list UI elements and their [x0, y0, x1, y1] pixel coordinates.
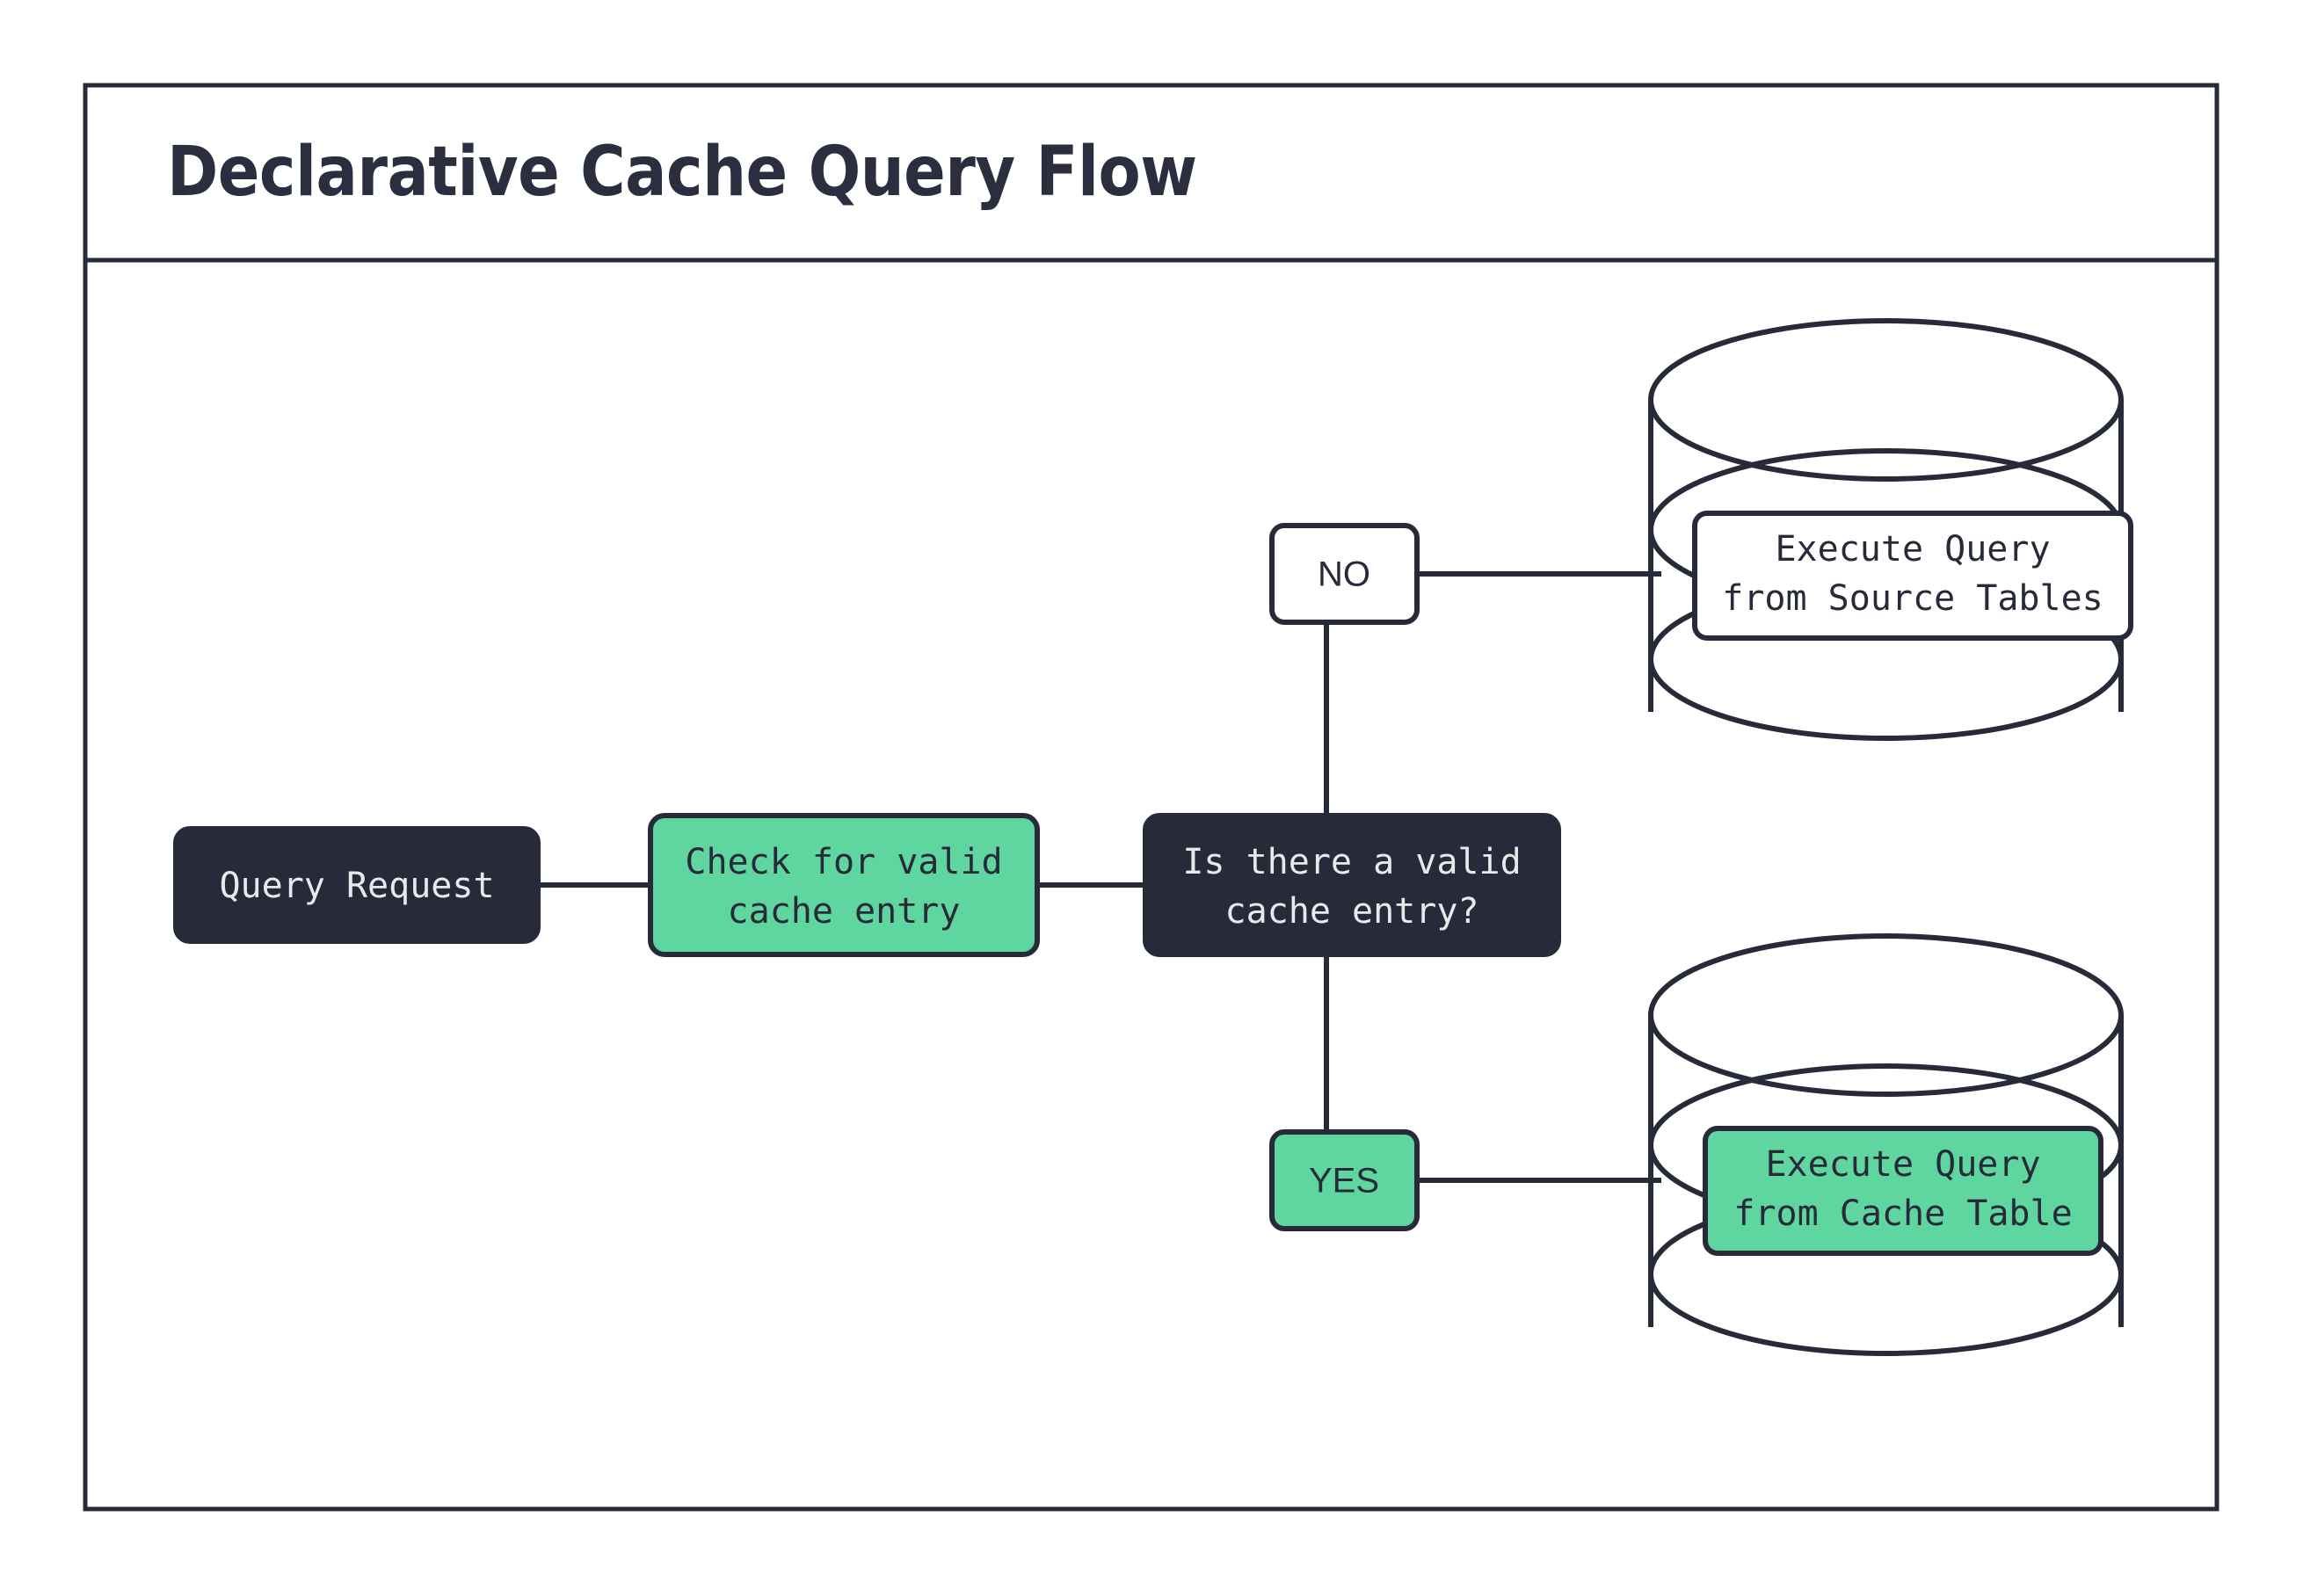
yes-label-text: YES: [1309, 1162, 1379, 1201]
source-tables-label-line2: from Source Tables: [1722, 578, 2103, 619]
no-label-box: [1269, 523, 1420, 625]
cache-table-label-line1: Execute Query: [1765, 1144, 2040, 1185]
edge-label-yes[interactable]: YES: [1269, 1129, 1420, 1231]
query-request-label: Query Request: [219, 866, 494, 906]
source-tables-label-line1: Execute Query: [1775, 529, 2050, 569]
cache-table-label-box: [1703, 1126, 2103, 1256]
no-label-text: NO: [1318, 555, 1370, 594]
decision-box: [1143, 813, 1561, 957]
node-decision-valid-cache[interactable]: Is there a valid cache entry?: [1143, 813, 1561, 957]
node-check-cache[interactable]: Check for valid cache entry: [648, 813, 1040, 957]
check-cache-label-line1: Check for valid: [685, 842, 1002, 882]
check-cache-box: [648, 813, 1040, 957]
query-request-box: [173, 826, 541, 944]
source-tables-label-box: [1692, 511, 2133, 641]
diagram-frame: [83, 83, 2219, 1512]
cache-table-label-line2: from Cache Table: [1733, 1193, 2072, 1234]
decision-label-line2: cache entry?: [1225, 891, 1479, 932]
cache-table-cylinder[interactable]: Execute Query from Cache Table: [1648, 933, 2124, 1356]
source-tables-cylinder[interactable]: Execute Query from Source Tables: [1648, 318, 2133, 741]
node-query-request[interactable]: Query Request: [173, 826, 541, 944]
cylinder-disc-top: [1648, 318, 2124, 482]
cylinder-disc-top: [1648, 933, 2124, 1097]
yes-label-box: [1269, 1129, 1420, 1231]
check-cache-label-line2: cache entry: [728, 891, 961, 932]
edge-label-no[interactable]: NO: [1269, 523, 1420, 625]
page-title: Declarative Cache Query Flow: [167, 133, 1197, 212]
decision-label-line1: Is there a valid: [1182, 842, 1521, 882]
